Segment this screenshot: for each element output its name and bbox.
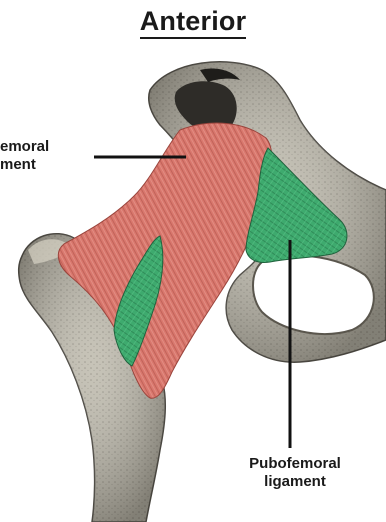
pubofemoral-ligament-label: Pubofemoral ligament [226, 455, 364, 491]
view-title-text: Anterior [140, 6, 247, 39]
pubofemoral-label-line-2: ligament [226, 473, 364, 491]
view-title: Anterior [0, 6, 386, 37]
pubofemoral-label-line-1: Pubofemoral [226, 455, 364, 473]
iliofemoral-label-line-2: ment [0, 156, 49, 174]
iliofemoral-ligament-label: emoral ment [0, 138, 49, 174]
iliofemoral-label-line-1: emoral [0, 138, 49, 156]
